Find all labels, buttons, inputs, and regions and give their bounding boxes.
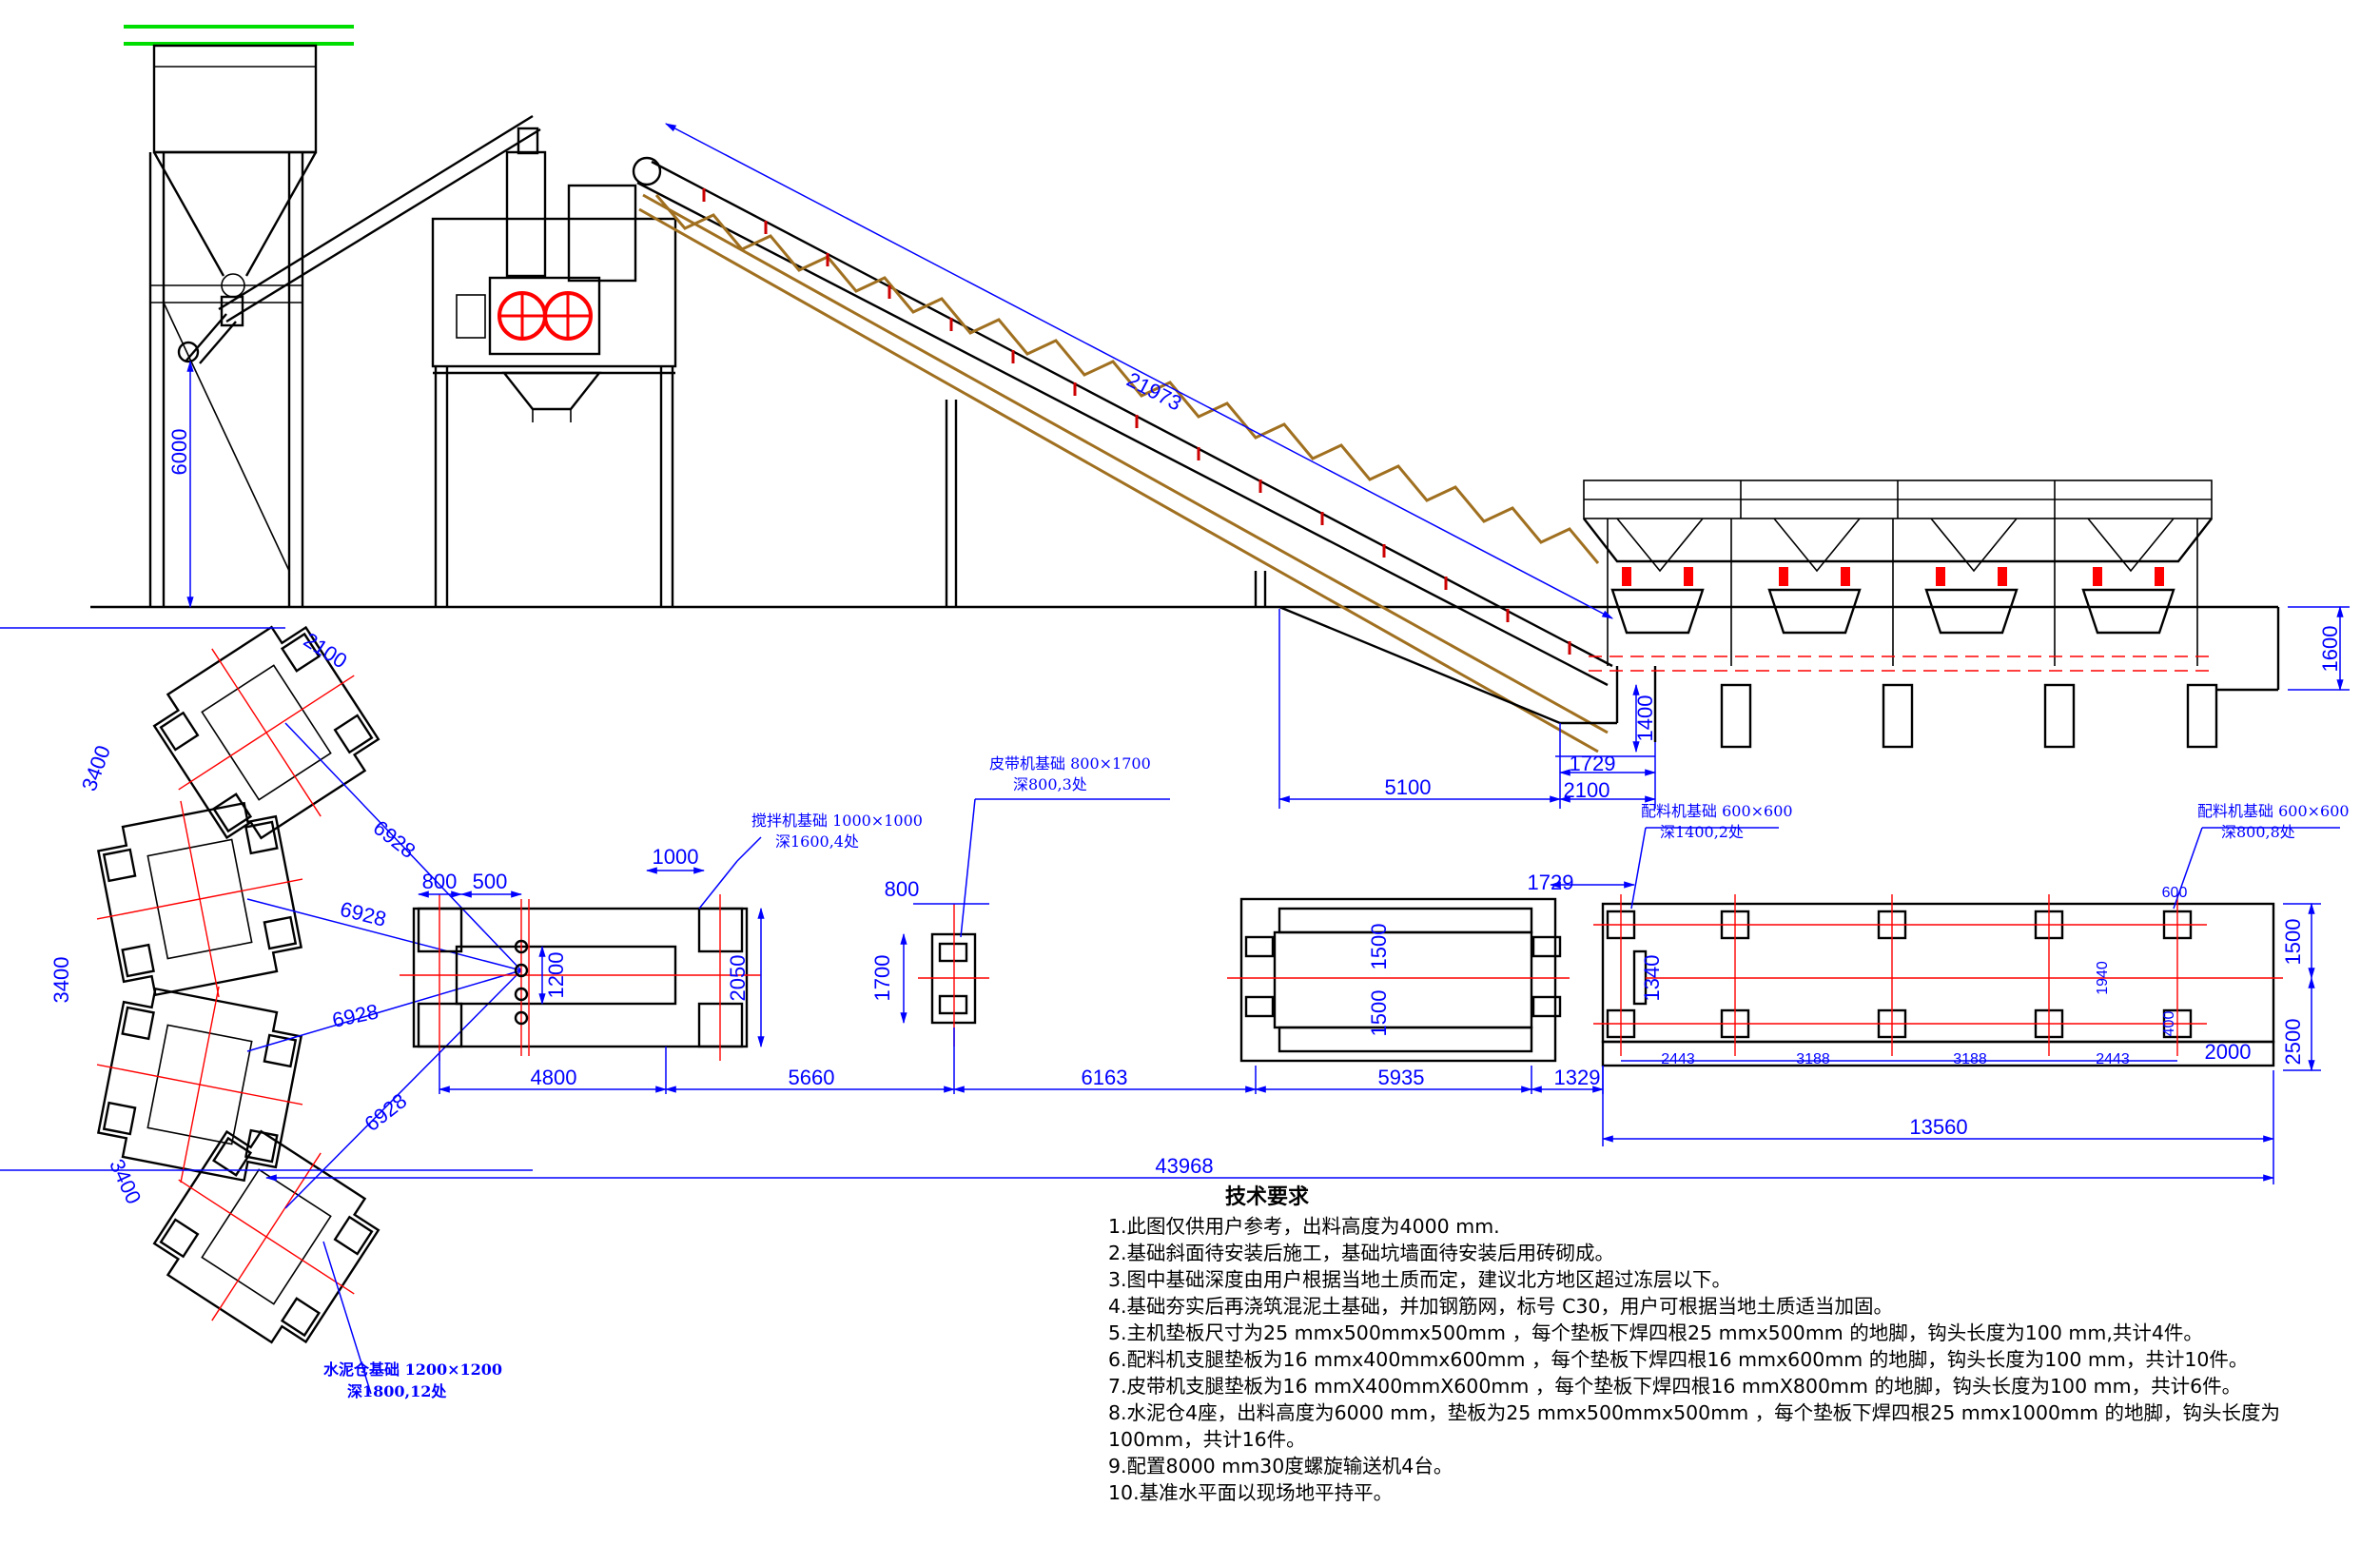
dim-bat-400: 400 (2161, 1011, 2177, 1037)
dim-1729-top: 1729 (1570, 752, 1616, 775)
dim-total-43968: 43968 (1155, 1154, 1213, 1178)
requirement-line: 2.基础斜面待安装后施工，基础坑墙面待安装后用砖砌成。 (1108, 1242, 1614, 1264)
dim-4800: 4800 (531, 1066, 577, 1089)
dim-5100: 5100 (1385, 775, 1432, 799)
requirement-line: 10.基准水平面以现场地平持平。 (1108, 1481, 1393, 1504)
dim-2100-top: 2100 (1564, 778, 1610, 802)
dim-silo-2100: 2100 (300, 628, 352, 674)
belt-foundation-plan: 800 1700 皮带机基础 800×1700 深800,3处 (870, 754, 1170, 1047)
belt-pit-plan: 1500 1500 (1227, 897, 1570, 1063)
silo-foundation-label-1: 水泥仓基础 1200×1200 (323, 1360, 502, 1379)
batching-plant (1583, 479, 2280, 749)
requirements-title: 技术要求 (1225, 1185, 1309, 1209)
dim-silo-3400-b: 3400 (49, 957, 73, 1004)
dim-mix-800: 800 (422, 870, 458, 893)
dim-bat-2500: 2500 (2281, 1019, 2305, 1066)
dim-silo-6928-b: 6928 (338, 897, 389, 931)
dim-6163: 6163 (1082, 1066, 1128, 1089)
requirement-line: 1.此图仅供用户参考，出料高度为4000 mm. (1108, 1215, 1500, 1238)
dim-bat-1500: 1500 (2281, 919, 2305, 966)
technical-requirements: 技术要求 1.此图仅供用户参考，出料高度为4000 mm. 2.基础斜面待安装后… (1108, 1185, 2280, 1504)
dim-silo-3400-a: 3400 (77, 742, 115, 794)
dim-bat-1340: 1340 (1640, 955, 1664, 1002)
dim-belt-1700: 1700 (870, 955, 894, 1002)
dim-bat-2443-b: 2443 (2096, 1051, 2130, 1067)
requirement-line: 100mm，共计16件。 (1108, 1428, 1306, 1451)
dim-mix-1000: 1000 (653, 845, 699, 869)
dim-bat-2443-a: 2443 (1661, 1051, 1695, 1067)
batcher-foundation-plan: 1729 1340 600 1940 400 2443 3188 3188 24… (1528, 802, 2350, 1146)
dim-silo-height: 6000 (167, 429, 191, 476)
batcher-label-b1: 配料机基础 600×600 (2197, 802, 2350, 820)
dim-silo-6928-d: 6928 (360, 1088, 411, 1136)
dim-5660: 5660 (789, 1066, 835, 1089)
dim-mix-500: 500 (473, 870, 508, 893)
belt-foundation-label-2: 深800,3处 (1013, 775, 1087, 793)
dim-silo-3400-c: 3400 (105, 1155, 146, 1207)
dim-mix-1200: 1200 (544, 952, 568, 999)
dim-conveyor-length: 21973 (1123, 367, 1186, 415)
mixer-station (431, 150, 677, 607)
dim-bat-1729: 1729 (1528, 871, 1574, 894)
requirement-line: 7.皮带机支腿垫板为16 mmX400mmX600mm ，每个垫板下焊四根16 … (1108, 1375, 2241, 1398)
dim-bat-13560: 13560 (1909, 1115, 1967, 1139)
cement-silo (148, 44, 318, 607)
batcher-label-b2: 深800,8处 (2221, 823, 2295, 841)
plan-dimension-chain: 4800 5660 6163 5935 1329 43968 (264, 1027, 2275, 1184)
requirement-line: 5.主机垫板尺寸为25 mmx500mmx500mm ，每个垫板下焊四根25 m… (1108, 1321, 2203, 1344)
dim-mix-2050: 2050 (726, 955, 750, 1002)
elevation-dimensions: 6000 21973 1600 1400 1729 5100 2100 (167, 123, 2350, 809)
mixer-foundation-label-1: 搅拌机基础 1000×1000 (751, 812, 923, 830)
dim-bat-3188-b: 3188 (1953, 1051, 1987, 1067)
dim-5935: 5935 (1378, 1066, 1425, 1089)
requirement-line: 9.配置8000 mm30度螺旋输送机4台。 (1108, 1455, 1453, 1478)
requirement-line: 6.配料机支腿垫板为16 mmx400mmx600mm ，每个垫板下焊四根16 … (1108, 1348, 2248, 1371)
batcher-label-a2: 深1400,2处 (1660, 823, 1744, 841)
dim-pit-1500-a: 1500 (1367, 924, 1391, 970)
dim-silo-6928-c: 6928 (330, 999, 380, 1032)
dim-pit-depth: 1400 (1633, 695, 1657, 742)
batcher-label-a1: 配料机基础 600×600 (1641, 802, 1793, 820)
requirement-line: 4.基础夯实后再浇筑混泥土基础，并加钢筋网，标号 C30，用户可根据当地土质适当… (1108, 1295, 1893, 1318)
silo-foundation-label-2: 深1800,12处 (347, 1382, 447, 1400)
dim-bat-3188-a: 3188 (1796, 1051, 1830, 1067)
dim-bat-1940: 1940 (2095, 961, 2111, 995)
silo-foundation-plan: 2100 3400 3400 3400 6928 6928 6928 6928 … (0, 625, 533, 1400)
dim-bat-2000: 2000 (2205, 1040, 2252, 1064)
dim-bat-600: 600 (2162, 885, 2188, 901)
mixer-foundation-label-2: 深1600,4处 (775, 832, 859, 851)
dim-1329: 1329 (1554, 1066, 1601, 1089)
dim-belt-800: 800 (885, 877, 920, 901)
dim-pit-1500-b: 1500 (1367, 990, 1391, 1037)
belt-foundation-label-1: 皮带机基础 800×1700 (989, 754, 1151, 773)
requirement-line: 3.图中基础深度由用户根据当地土质而定，建议北方地区超过冻层以下。 (1108, 1268, 1731, 1291)
elevation-view: 6000 21973 1600 1400 1729 5100 2100 (90, 25, 2350, 809)
dim-right-height: 1600 (2318, 626, 2342, 673)
screw-conveyor (177, 114, 541, 364)
requirement-line: 8.水泥仓4座，出料高度为6000 mm，垫板为25 mmx500mmx500m… (1108, 1401, 2280, 1424)
belt-conveyor (632, 156, 1657, 753)
mixer-foundation-plan: 800 500 1000 1200 2050 搅拌机基础 1000×1000 深… (400, 812, 923, 1061)
